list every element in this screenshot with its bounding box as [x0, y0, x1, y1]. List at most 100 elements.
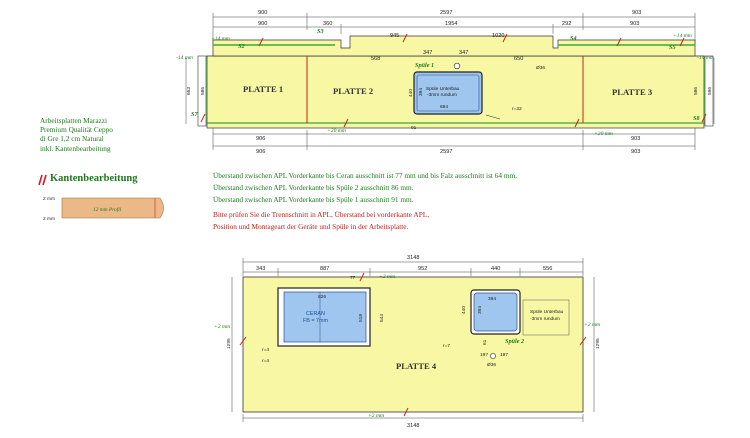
sink-2-197b: 197 [500, 352, 508, 358]
ceran-width: 826 [318, 294, 326, 300]
radius-r4b: r=4 [262, 358, 269, 364]
note-check-1: Bitte prüfen Sie die Trennschnitt in APL… [213, 210, 430, 219]
dim-left-inner: 586 [200, 87, 206, 95]
sink-2-cutout [470, 289, 570, 359]
legend-dim-top: 2 mm [43, 196, 55, 202]
dim-left-depth: 663 [186, 87, 192, 95]
sink-2-height: 440 [461, 306, 467, 314]
edge-profile-swatch [38, 174, 164, 219]
legend-dim-bottom: 2 mm [43, 216, 55, 222]
sink-2-inner: 394 [477, 306, 483, 314]
bottom-dim-556: 556 [543, 266, 552, 272]
dim-total: 2597 [440, 10, 452, 16]
edge-s8: S8 [693, 115, 700, 122]
bottom-dim-440: 440 [491, 266, 500, 272]
dim-650: 650 [514, 56, 523, 62]
ceran-label-1: CERAN [306, 311, 325, 317]
dim-right-inner: 586 [693, 87, 699, 95]
ceran-77: 77 [350, 275, 356, 281]
dim-inner-left-906: 906 [256, 136, 265, 142]
note-sink-2: Überstand zwischen APL Vorderkante bis S… [213, 183, 414, 193]
plate-4-label: PLATTE 4 [396, 361, 437, 371]
material-line-3: di Gre 1,2 cm Natural [40, 134, 104, 144]
dim-568: 568 [371, 56, 380, 62]
sink-2-tap: Ø36 [487, 362, 496, 368]
edge-s5: S5 [669, 44, 676, 51]
sink-2-text-1: Spüle Unterbau [530, 309, 564, 315]
radius-r4a: r=4 [262, 347, 269, 353]
tol-left-side: -14 mm [176, 55, 193, 61]
front-gap: 91 [411, 125, 417, 131]
legend-profile-label: 12 mm Profil [93, 206, 122, 213]
sink-2-label: Spüle 2 [505, 338, 524, 345]
ceran-height: 518 [358, 314, 364, 322]
sink-1-width: 694 [440, 104, 448, 110]
dim-292: 292 [562, 21, 571, 27]
radius-1: r=32 [512, 106, 522, 112]
edge-s4: S4 [570, 35, 577, 42]
tol-bottom-left: +20 mm [327, 128, 346, 134]
bottom-dim-952: 952 [418, 266, 427, 272]
bottom-depth-left: 1295 [226, 338, 232, 349]
dim-inner-right-903: 903 [631, 136, 640, 142]
bottom-tol-right: +2 mm [584, 322, 600, 328]
plate-1-label: PLATTE 1 [243, 84, 283, 94]
edge-s3: S3 [317, 28, 324, 35]
dim-right-depth: 596 [707, 87, 713, 95]
ceran-label-2: FB = 7mm [303, 318, 329, 324]
bottom-overall: 3148 [407, 255, 419, 261]
plate-2-label: PLATTE 2 [333, 86, 373, 96]
dim-347b: 347 [459, 50, 468, 56]
tol-right-top: +14 mm [673, 33, 692, 39]
sink-1-text-1: Spüle Unterbau [426, 86, 460, 92]
dim-right-section: 903 [632, 10, 641, 16]
material-line-4: inkl. Kantenbearbeitung [40, 143, 111, 153]
notes-green: Überstand zwischen APL Vorderkante bis C… [213, 171, 633, 205]
ceran-height-outer: 544 [379, 314, 385, 322]
material-info: Arbeitsplatten Marazzi Premium Qualität … [40, 116, 170, 153]
sink-1-text-2: -3mm rundum [427, 92, 457, 98]
edge-s7: S7 [191, 111, 198, 118]
tol-right-side: -14 mm [697, 55, 714, 61]
bottom-dim-887: 887 [320, 266, 329, 272]
bottom-depth-right: 1295 [595, 338, 601, 349]
dim-945: 945 [390, 33, 399, 39]
ceran-cutout [277, 287, 371, 347]
dim-outer-right-903: 903 [631, 149, 640, 155]
dim-1020: 1020 [492, 33, 504, 39]
dim-1954: 1954 [445, 21, 457, 27]
note-sink-1: Überstand zwischen APL Vorderkante bis S… [213, 195, 414, 205]
sink-1-cutout [413, 62, 501, 120]
note-ceran: Überstand zwischen APL Vorderkante bis C… [213, 171, 518, 180]
dim-left-900: 900 [258, 21, 267, 27]
tol-left-top: +14 mm [211, 36, 230, 42]
dim-outer-left-906: 906 [256, 149, 265, 155]
tol-bottom-right: +20 mm [594, 131, 613, 137]
dim-347a: 347 [423, 50, 432, 56]
sink-2-61: 61 [482, 339, 488, 345]
edge-s2: S2 [238, 43, 245, 50]
bottom-tol-top: +2 mm [379, 274, 395, 280]
sink-1-inner: 394 [418, 88, 424, 96]
bottom-overall-2: 3148 [407, 423, 419, 429]
dim-360: 360 [323, 21, 332, 27]
sink-2-197a: 197 [480, 352, 488, 358]
material-line-2: Premium Qualität Ceppo [40, 125, 113, 135]
bottom-dim-343: 343 [256, 266, 265, 272]
sink-2-width: 394 [488, 296, 496, 302]
legend-title: Kantenbearbeitung [50, 173, 138, 184]
sink-1-label: Spüle 1 [415, 62, 434, 69]
bottom-tol-bottom: +2 mm [368, 413, 384, 419]
plate-3-label: PLATTE 3 [612, 87, 652, 97]
radius-r7: r=7 [443, 343, 450, 349]
sink-1-depth: 440 [408, 89, 414, 97]
bottom-tol-left: +2 mm [214, 324, 230, 330]
note-check-2: Position und Montageart der Geräte und S… [213, 222, 409, 232]
tap-hole-1: Ø36 [536, 65, 545, 71]
material-line-1: Arbeitsplatten Marazzi [40, 116, 108, 125]
dim-left-section: 900 [258, 10, 267, 16]
sink-2-text-2: -3mm rundum [530, 316, 560, 322]
dim-outer-total-2597: 2597 [440, 149, 452, 155]
